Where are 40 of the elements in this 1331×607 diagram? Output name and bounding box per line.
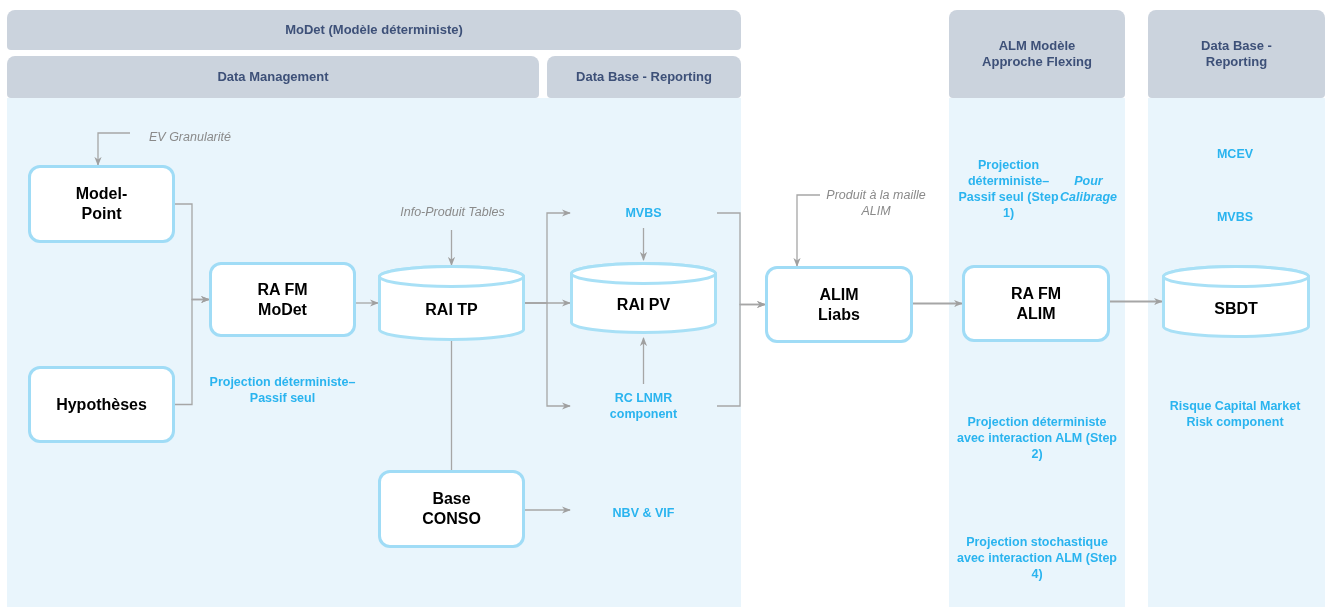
arrow (94, 132, 131, 166)
header-band: Data Base - Reporting (547, 56, 741, 98)
process-box: Hypothèses (28, 366, 175, 443)
process-box: Model-Point (28, 165, 175, 243)
output-text: Projection déterministe– Passif seul (Step 1) Pour Calibrage (957, 157, 1117, 222)
arrow (793, 194, 821, 267)
input-note: EV Granularité (130, 127, 250, 147)
database-cylinder: RAI PV (570, 262, 717, 334)
header-band: ALM Modèle Approche Flexing (949, 10, 1125, 98)
input-note: Produit à la maille ALIM (820, 185, 932, 221)
arrow (716, 300, 766, 407)
output-text: NBV & VIF (570, 500, 717, 526)
output-text: Projection stochastique avec interaction ALM (Step 4) (957, 534, 1117, 583)
process-box: RA FM MoDet (209, 262, 356, 337)
arrow (447, 229, 456, 266)
arrow (639, 337, 648, 385)
output-text: Projection déterministe– Passif seul (208, 374, 357, 407)
header-band: Data Base - Reporting (1148, 10, 1325, 98)
arrow (174, 295, 210, 406)
connector-line (450, 340, 453, 471)
arrow (524, 506, 571, 514)
output-text: MCEV (1215, 146, 1255, 163)
arrow (355, 299, 379, 307)
output-text: Risque Capital Market Risk component (1168, 398, 1302, 431)
database-cylinder: SBDT (1162, 265, 1310, 338)
process-box: RA FM ALIM (962, 265, 1110, 342)
process-box: Base CONSO (378, 470, 525, 548)
header-band: MoDet (Modèle déterministe) (7, 10, 741, 50)
arrow (912, 299, 963, 308)
output-text: MVBS (570, 200, 717, 226)
output-text: RC LNMR component (570, 384, 717, 428)
output-text: MVBS (1215, 209, 1255, 226)
arrow (1109, 297, 1163, 306)
input-note: Info-Produit Tables (385, 202, 520, 222)
arrow (639, 227, 648, 261)
output-text: Projection déterministe avec interaction ALM (Step 2) (957, 414, 1117, 463)
process-box: ALIM Liabs (765, 266, 913, 343)
database-cylinder: RAI TP (378, 265, 525, 341)
arrow (524, 302, 571, 410)
header-band: Data Management (7, 56, 539, 98)
